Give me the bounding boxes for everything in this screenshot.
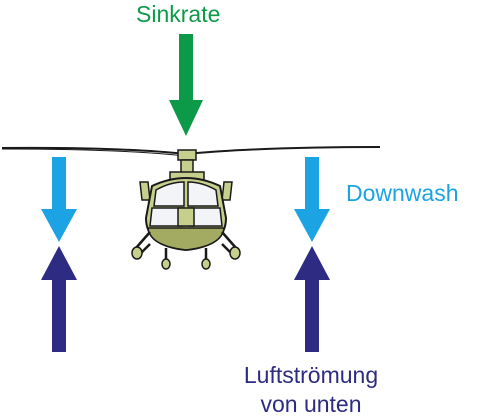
- sink-rate-label: Sinkrate: [136, 1, 221, 27]
- sink-rate-arrow: [169, 34, 203, 136]
- downwash-arrow-left: [41, 157, 77, 242]
- downwash-arrow-right: [294, 157, 330, 242]
- upflow-label-line2: von unten: [260, 391, 362, 417]
- helicopter-front-view-icon: [131, 149, 241, 270]
- upflow-label-line1: Luftströmung: [243, 362, 379, 388]
- upflow-arrow-left: [41, 246, 77, 352]
- downwash-label: Downwash: [346, 180, 459, 206]
- upflow-arrow-right: [294, 246, 330, 352]
